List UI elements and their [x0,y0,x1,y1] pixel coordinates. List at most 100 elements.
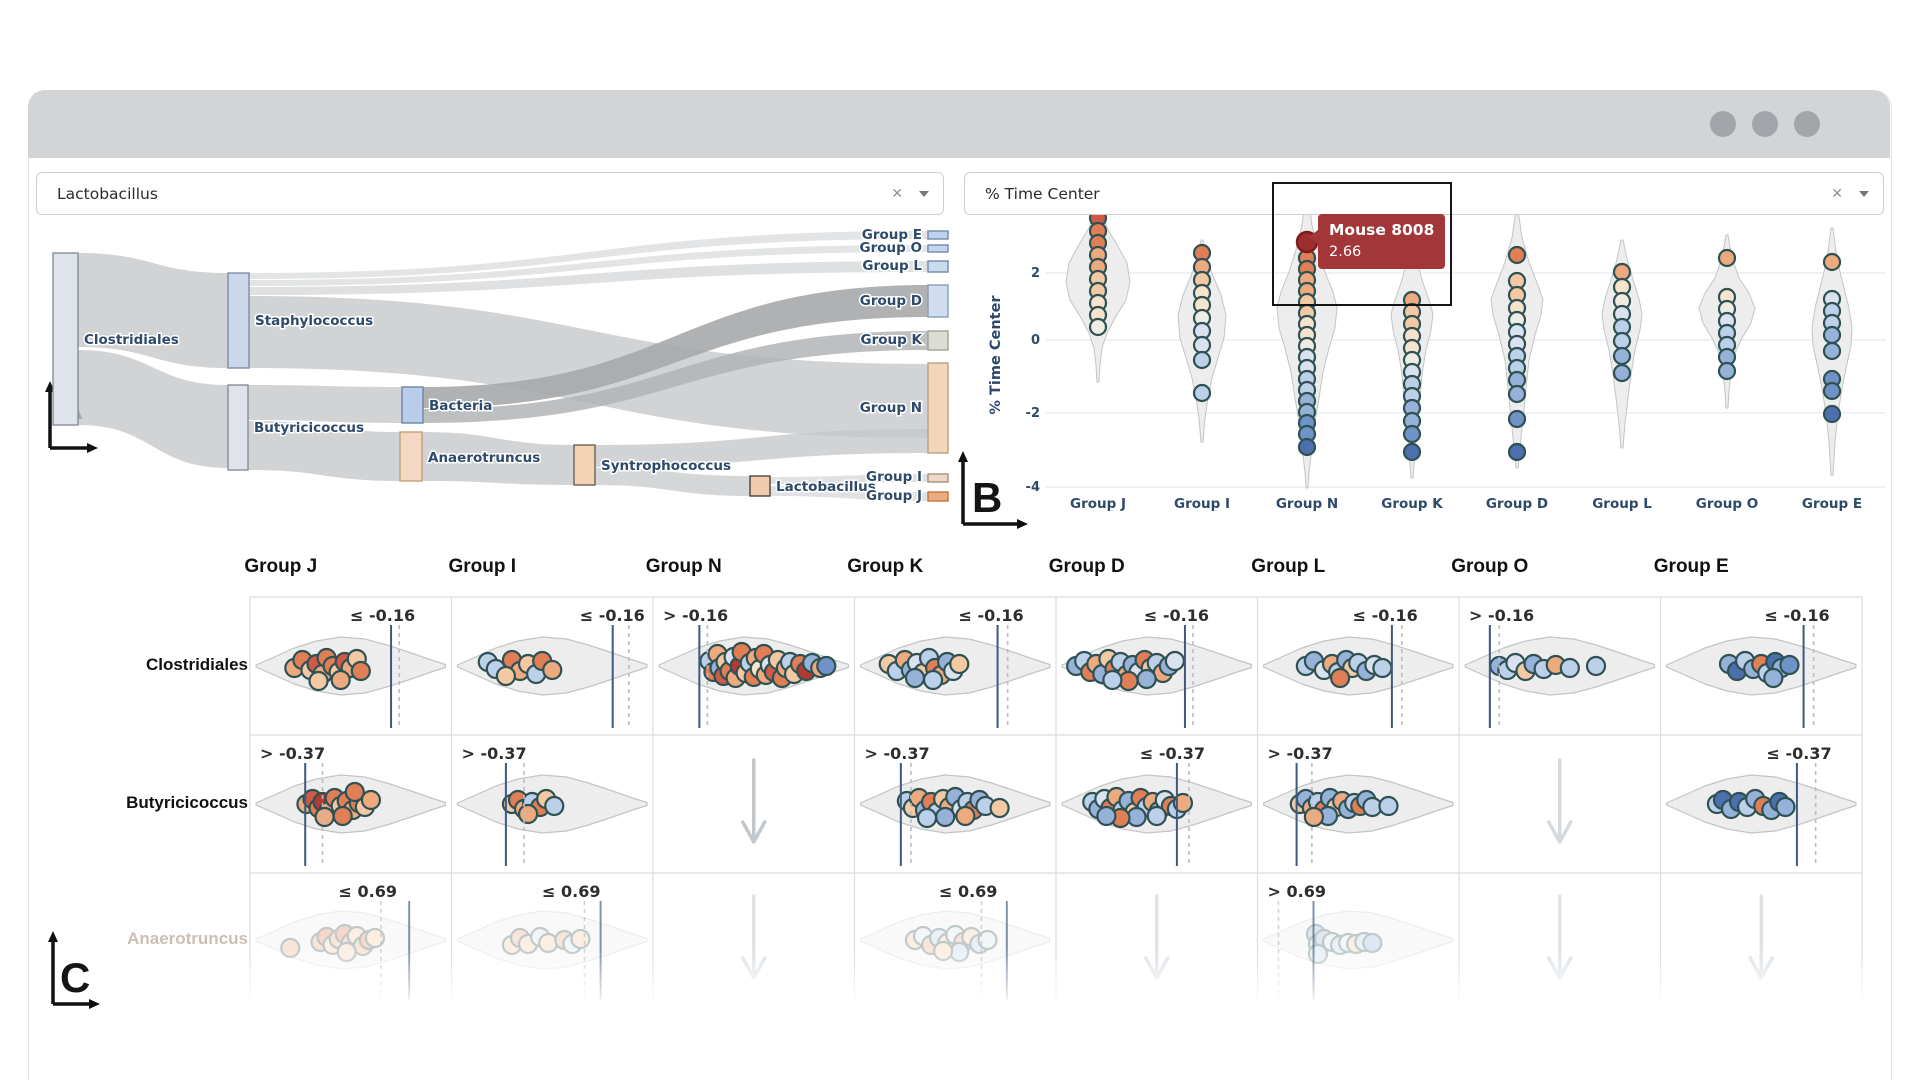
data-point[interactable] [1822,252,1842,272]
window-control-dot[interactable] [1710,111,1736,137]
data-point[interactable] [1096,805,1117,827]
data-point[interactable] [517,803,539,825]
data-point[interactable] [1305,923,1327,945]
sankey-node-syntrophococcus[interactable] [573,444,596,486]
window-control-dot[interactable] [1752,111,1778,137]
data-point[interactable] [1612,331,1632,351]
data-point[interactable] [1402,442,1422,462]
data-point[interactable] [344,781,365,803]
data-point[interactable] [1136,668,1157,690]
data-point[interactable] [1507,384,1527,404]
sankey-node-staphylococcus[interactable] [227,272,250,369]
data-point[interactable] [1507,245,1527,265]
metric-select-value: % Time Center [985,184,1100,203]
data-point[interactable] [1192,383,1212,403]
sankey-node-group-o[interactable] [927,244,949,253]
data-point[interactable] [1372,657,1393,679]
data-point[interactable] [346,925,367,947]
data-point[interactable] [1146,805,1167,827]
data-point[interactable] [1585,655,1607,677]
sankey-node-group-i[interactable] [927,473,949,483]
data-point[interactable] [530,926,551,948]
data-point[interactable] [495,665,517,687]
data-point[interactable] [929,927,950,949]
sankey-node-group-n[interactable] [927,362,949,454]
data-point[interactable] [350,660,371,682]
data-point[interactable] [1102,669,1123,691]
data-point[interactable] [544,795,565,817]
data-point[interactable] [955,805,976,827]
bottom-fade [248,948,1868,1018]
data-point[interactable] [1088,317,1108,337]
data-point[interactable] [1822,341,1842,361]
data-point[interactable] [1192,350,1212,370]
data-point[interactable] [1612,346,1632,366]
data-point[interactable] [945,924,966,946]
data-point[interactable] [542,659,563,681]
data-point[interactable] [961,926,982,948]
data-point[interactable] [1717,248,1737,268]
data-point[interactable] [1559,657,1580,679]
data-point[interactable] [1303,806,1325,828]
sankey-node-group-l[interactable] [927,260,949,273]
sankey-node-butyricicoccus[interactable] [227,384,249,471]
data-point[interactable] [360,789,381,811]
data-point[interactable] [1507,442,1527,462]
metric-select[interactable]: % Time Center ✕ [964,172,1884,215]
data-point[interactable] [1763,667,1784,689]
y-axis-label: % Time Center [988,295,1004,415]
clear-icon[interactable]: ✕ [891,185,903,202]
data-point[interactable] [916,807,938,829]
data-point[interactable] [1612,262,1632,282]
window-control-dot[interactable] [1794,111,1820,137]
grid-cell: > -0.37 [1262,744,1454,866]
sankey-node-group-e[interactable] [927,230,949,240]
chevron-down-icon[interactable] [919,190,929,197]
sankey-node-anaerotruncus[interactable] [399,431,423,482]
data-point[interactable] [1822,404,1842,424]
data-point[interactable] [1378,795,1399,817]
data-point[interactable] [308,670,329,692]
sankey-node-group-d[interactable] [927,284,949,318]
data-point[interactable] [1330,667,1351,689]
data-point[interactable] [1775,796,1796,818]
data-point[interactable] [816,655,837,677]
sankey-node-group-j[interactable] [927,491,949,502]
taxon-select[interactable]: Lactobacillus ✕ [36,172,944,215]
data-point[interactable] [1164,650,1185,672]
data-point[interactable] [1507,409,1527,429]
data-point[interactable] [314,806,335,828]
data-point[interactable] [1717,361,1737,381]
data-point[interactable] [316,926,337,948]
data-point[interactable] [949,653,970,675]
sankey-node-label-group-e: Group E [862,227,922,243]
data-point[interactable] [912,925,934,947]
sankey-node-bacteria[interactable] [401,386,424,424]
data-point[interactable] [1297,437,1317,457]
data-point[interactable] [1402,424,1422,444]
data-point[interactable] [1192,335,1212,355]
sankey-node-clostridiales[interactable] [52,252,79,426]
grid-cell: ≤ -0.16 [255,606,447,728]
clear-icon[interactable]: ✕ [1831,185,1843,202]
data-point[interactable] [509,927,531,949]
data-point[interactable] [330,669,351,691]
data-point[interactable] [989,797,1010,819]
data-point[interactable] [1172,792,1194,814]
chevron-down-icon[interactable] [1859,190,1869,197]
threshold-label: ≤ -0.16 [580,606,645,625]
data-point[interactable] [332,805,353,827]
grid-cell: ≤ -0.16 [1665,606,1857,728]
data-point[interactable] [1779,654,1800,676]
data-point[interactable] [364,927,386,949]
sankey-node-group-k[interactable] [927,330,949,351]
data-point[interactable] [334,923,355,945]
data-point[interactable] [904,667,926,689]
data-point[interactable] [1822,325,1842,345]
sankey-node-lactobacillus[interactable] [749,475,771,497]
data-point[interactable] [922,669,944,691]
data-point[interactable] [1612,363,1632,383]
data-point[interactable] [570,928,591,950]
data-point[interactable] [1822,381,1842,401]
data-point[interactable] [935,806,956,828]
